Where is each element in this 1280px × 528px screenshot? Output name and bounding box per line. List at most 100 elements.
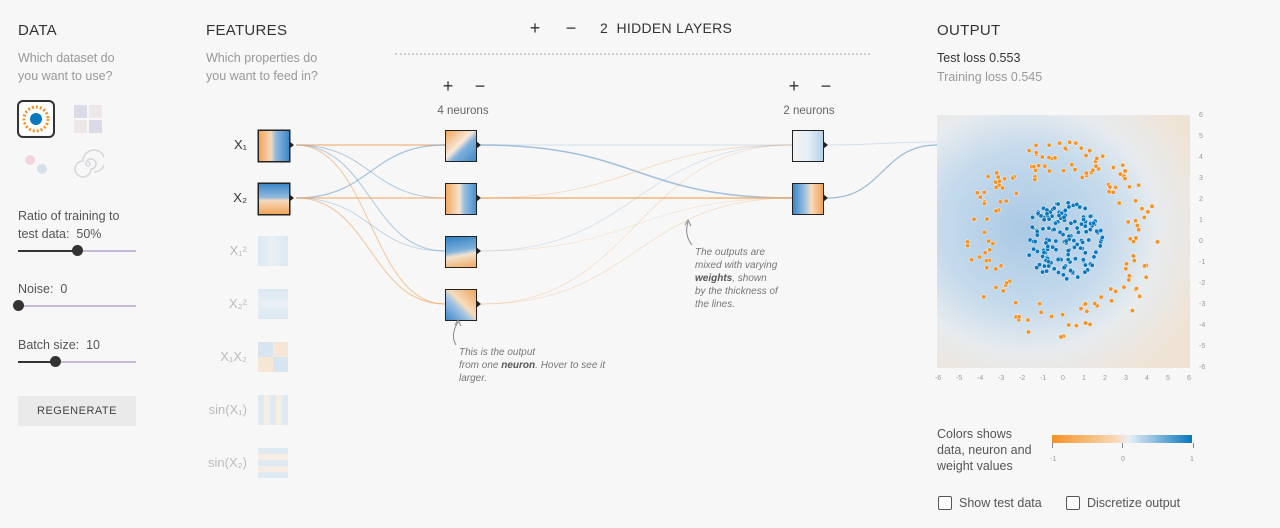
data-point xyxy=(1154,239,1160,245)
noise-slider[interactable] xyxy=(13,299,136,313)
color-legend-text: Colors shows data, neuron and weight val… xyxy=(937,427,1032,473)
layer2-neuron-1[interactable] xyxy=(792,130,824,162)
data-point xyxy=(1063,238,1069,244)
neuron-note: This is the output from one neuron. Hove… xyxy=(459,347,606,384)
data-point xyxy=(1078,145,1084,151)
data-point xyxy=(1133,218,1139,224)
dataset-gauss-thumb[interactable] xyxy=(20,148,52,180)
data-point xyxy=(1078,306,1084,312)
data-point xyxy=(1045,243,1051,249)
data-point xyxy=(993,179,998,185)
data-point xyxy=(1072,219,1078,224)
data-point xyxy=(1125,219,1131,225)
data-point xyxy=(1060,272,1066,278)
feature-toggle[interactable] xyxy=(258,236,288,266)
data-point xyxy=(1042,163,1048,169)
weight-link[interactable] xyxy=(827,144,938,199)
x-tick: -2 xyxy=(1019,375,1026,382)
annotation-pointers xyxy=(452,218,693,346)
data-point xyxy=(1106,189,1112,195)
data-point xyxy=(1089,262,1095,268)
x-tick: -3 xyxy=(998,375,1005,382)
batch-label: Batch size: 10 xyxy=(18,338,100,352)
discretize-output-checkbox[interactable]: Discretize output xyxy=(1066,496,1180,510)
weight-link[interactable] xyxy=(295,144,446,199)
x-tick: 1 xyxy=(1082,375,1086,382)
show-test-data-checkbox[interactable]: Show test data xyxy=(938,496,1042,510)
feature-arrow xyxy=(289,194,294,202)
data-point xyxy=(1073,140,1079,146)
remove-layer-button[interactable]: − xyxy=(565,18,577,38)
data-point xyxy=(1110,189,1116,195)
data-point xyxy=(1087,148,1093,154)
legend-mid: 0 xyxy=(1121,456,1125,463)
data-point xyxy=(1053,220,1059,226)
layer1-neuron-1[interactable] xyxy=(445,130,477,162)
weight-link[interactable] xyxy=(480,197,793,305)
training-loss: Training loss 0.545 xyxy=(937,70,1043,84)
feature-label: sin(X₁) xyxy=(208,402,247,417)
checkbox-box[interactable] xyxy=(1066,496,1080,510)
weight-link[interactable] xyxy=(480,144,793,305)
checkbox-box[interactable] xyxy=(938,496,952,510)
data-point xyxy=(1031,246,1037,252)
layer2-remove-neuron-button[interactable]: − xyxy=(820,76,832,96)
dataset-spiral-thumb[interactable] xyxy=(72,148,104,180)
layer1-add-neuron-button[interactable]: + xyxy=(442,76,454,96)
weight-link[interactable] xyxy=(295,197,446,305)
data-point xyxy=(1016,314,1022,320)
data-point xyxy=(1083,170,1089,176)
color-legend-bar xyxy=(1052,435,1192,443)
dataset-xor-thumb[interactable] xyxy=(72,103,104,135)
data-point xyxy=(1082,262,1088,268)
data-title: DATA xyxy=(18,22,57,39)
data-point xyxy=(1064,226,1070,232)
weight-link[interactable] xyxy=(827,141,938,146)
weight-link[interactable] xyxy=(480,197,793,252)
data-point xyxy=(1041,263,1047,269)
data-point xyxy=(1052,155,1058,161)
data-point xyxy=(1044,211,1050,217)
neuron-arrow xyxy=(476,141,481,149)
data-point xyxy=(1053,238,1059,244)
add-layer-button[interactable]: + xyxy=(529,18,541,38)
x-tick: 2 xyxy=(1103,375,1107,382)
feature-toggle[interactable] xyxy=(258,342,288,372)
y-tick: 1 xyxy=(1199,217,1203,224)
output-heatmap[interactable] xyxy=(937,115,1190,368)
y-tick: 6 xyxy=(1199,112,1203,119)
layer2-neuron-2[interactable] xyxy=(792,183,824,215)
batch-slider[interactable] xyxy=(18,355,136,369)
data-point xyxy=(1074,201,1080,207)
ratio-slider[interactable] xyxy=(18,244,136,258)
weight-link[interactable] xyxy=(295,197,446,252)
feature-toggle[interactable] xyxy=(258,395,288,425)
feature-label: X₁X₂ xyxy=(220,349,247,364)
data-point xyxy=(1126,273,1132,279)
layers-count: 2 xyxy=(600,20,609,36)
data-point xyxy=(1141,214,1147,220)
data-point xyxy=(981,229,987,235)
feature-toggle[interactable] xyxy=(258,183,290,215)
feature-toggle[interactable] xyxy=(258,448,288,478)
data-point xyxy=(1133,235,1139,241)
layer2-add-neuron-button[interactable]: + xyxy=(788,76,800,96)
data-point xyxy=(977,254,982,260)
layer1-neuron-3[interactable] xyxy=(445,236,477,268)
weight-link[interactable] xyxy=(480,144,793,199)
weight-link[interactable] xyxy=(480,144,793,252)
data-point xyxy=(1124,261,1129,267)
data-point xyxy=(995,174,1001,180)
data-point xyxy=(1051,205,1057,211)
regenerate-button[interactable]: REGENERATE xyxy=(18,396,136,426)
noise-value: 0 xyxy=(60,282,68,296)
weight-link[interactable] xyxy=(480,144,793,199)
data-point xyxy=(974,190,980,196)
dataset-circle-thumb[interactable] xyxy=(17,100,55,138)
layer1-neuron-4[interactable] xyxy=(445,289,477,321)
data-point xyxy=(998,263,1004,269)
layer1-remove-neuron-button[interactable]: − xyxy=(474,76,486,96)
feature-toggle[interactable] xyxy=(258,289,288,319)
data-point xyxy=(1081,217,1087,223)
data-point xyxy=(1116,200,1122,206)
